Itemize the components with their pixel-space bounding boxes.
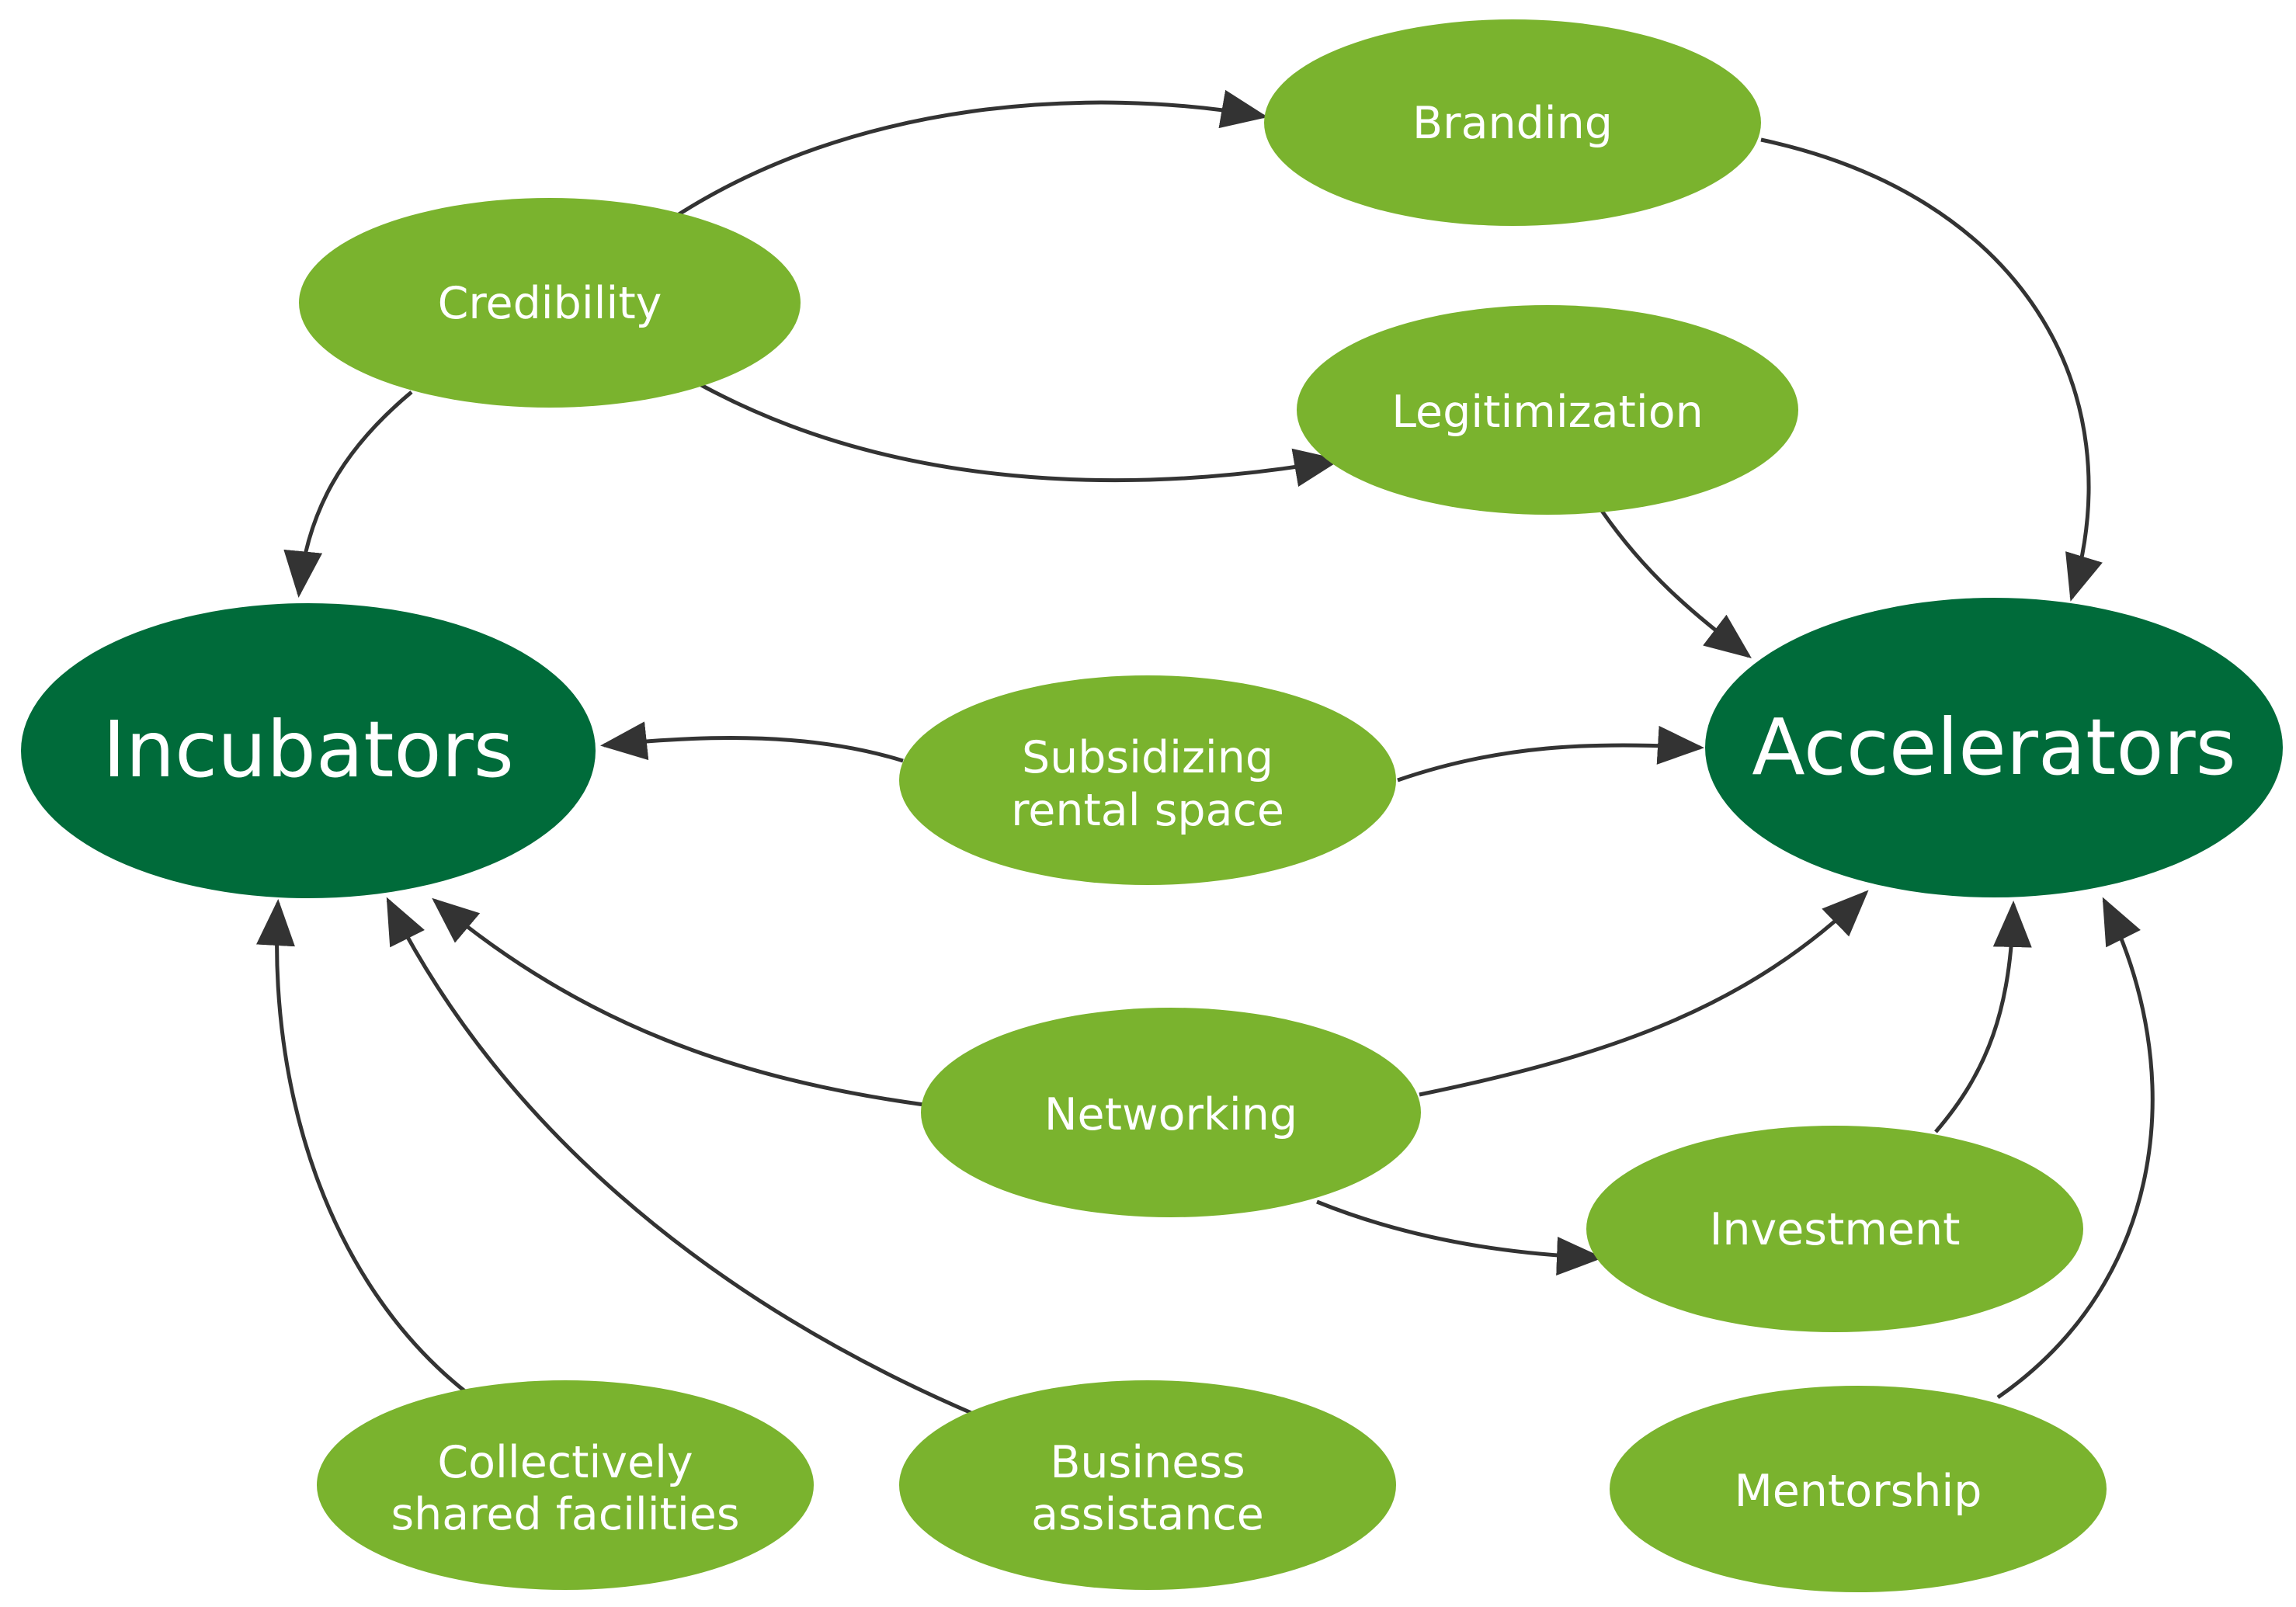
collectively-ellipse	[317, 1380, 814, 1590]
branding-node: Branding	[1264, 19, 1761, 226]
subsidizing-label-line1: Subsidizing	[1022, 732, 1273, 783]
collectively-shared-facilities-node: Collectively shared facilities	[317, 1380, 814, 1590]
incubators-label: Incubators	[102, 704, 514, 795]
accelerators-ellipse	[1705, 598, 2283, 897]
edge-legitimization-to-accelerators	[1600, 509, 1752, 659]
credibility-label: Credibility	[438, 278, 662, 329]
business-label-line1: Business	[1050, 1437, 1245, 1488]
legitimization-ellipse	[1297, 305, 1798, 515]
edge-branding-to-accelerators	[1760, 137, 2103, 602]
mentorship-node: Mentorship	[1610, 1386, 2107, 1592]
edge-credibility-to-incubators	[283, 390, 413, 598]
business-ellipse	[899, 1380, 1396, 1590]
edge-networking-to-incubators	[432, 897, 925, 1107]
edges	[256, 89, 2155, 1418]
accelerators-label: Accelerators	[1752, 702, 2235, 793]
edge-networking-to-investment	[1316, 1199, 1603, 1276]
legitimization-node: Legitimization	[1297, 305, 1798, 515]
investment-ellipse	[1586, 1126, 2083, 1332]
subsidizing-label-line2: rental space	[1011, 785, 1284, 836]
credibility-node: Credibility	[299, 198, 801, 408]
branding-label: Branding	[1412, 98, 1613, 149]
mentorship-ellipse	[1610, 1386, 2107, 1592]
edge-collectively-to-incubators	[256, 899, 467, 1394]
edge-networking-to-accelerators	[1419, 890, 1869, 1097]
networking-ellipse	[921, 1008, 1421, 1217]
edge-business-to-incubators	[386, 897, 978, 1418]
edge-subsidizing-to-incubators	[600, 721, 904, 763]
business-assistance-node: Business assistance	[899, 1380, 1396, 1590]
networking-label: Networking	[1044, 1089, 1297, 1140]
accelerators-node: Accelerators	[1705, 598, 2283, 897]
business-label-line2: assistance	[1031, 1489, 1264, 1540]
subsidizing-rental-space-node: Subsidizing rental space	[899, 675, 1396, 885]
networking-node: Networking	[921, 1008, 1421, 1217]
edge-credibility-to-branding	[672, 89, 1268, 220]
edge-credibility-to-legitimization	[700, 383, 1341, 487]
edge-investment-to-accelerators	[1934, 901, 2032, 1133]
edge-subsidizing-to-accelerators	[1397, 725, 1704, 783]
collectively-label-line1: Collectively	[437, 1437, 693, 1488]
branding-ellipse	[1264, 19, 1761, 226]
investment-label: Investment	[1710, 1204, 1961, 1255]
collectively-label-line2: shared facilities	[391, 1489, 739, 1540]
subsidizing-ellipse	[899, 675, 1396, 885]
incubators-node: Incubators	[21, 603, 596, 898]
edge-mentorship-to-accelerators	[1996, 897, 2155, 1400]
incubators-ellipse	[21, 603, 596, 898]
investment-node: Investment	[1586, 1126, 2083, 1332]
mentorship-label: Mentorship	[1735, 1466, 1982, 1517]
credibility-ellipse	[299, 198, 801, 408]
legitimization-label: Legitimization	[1391, 387, 1703, 438]
